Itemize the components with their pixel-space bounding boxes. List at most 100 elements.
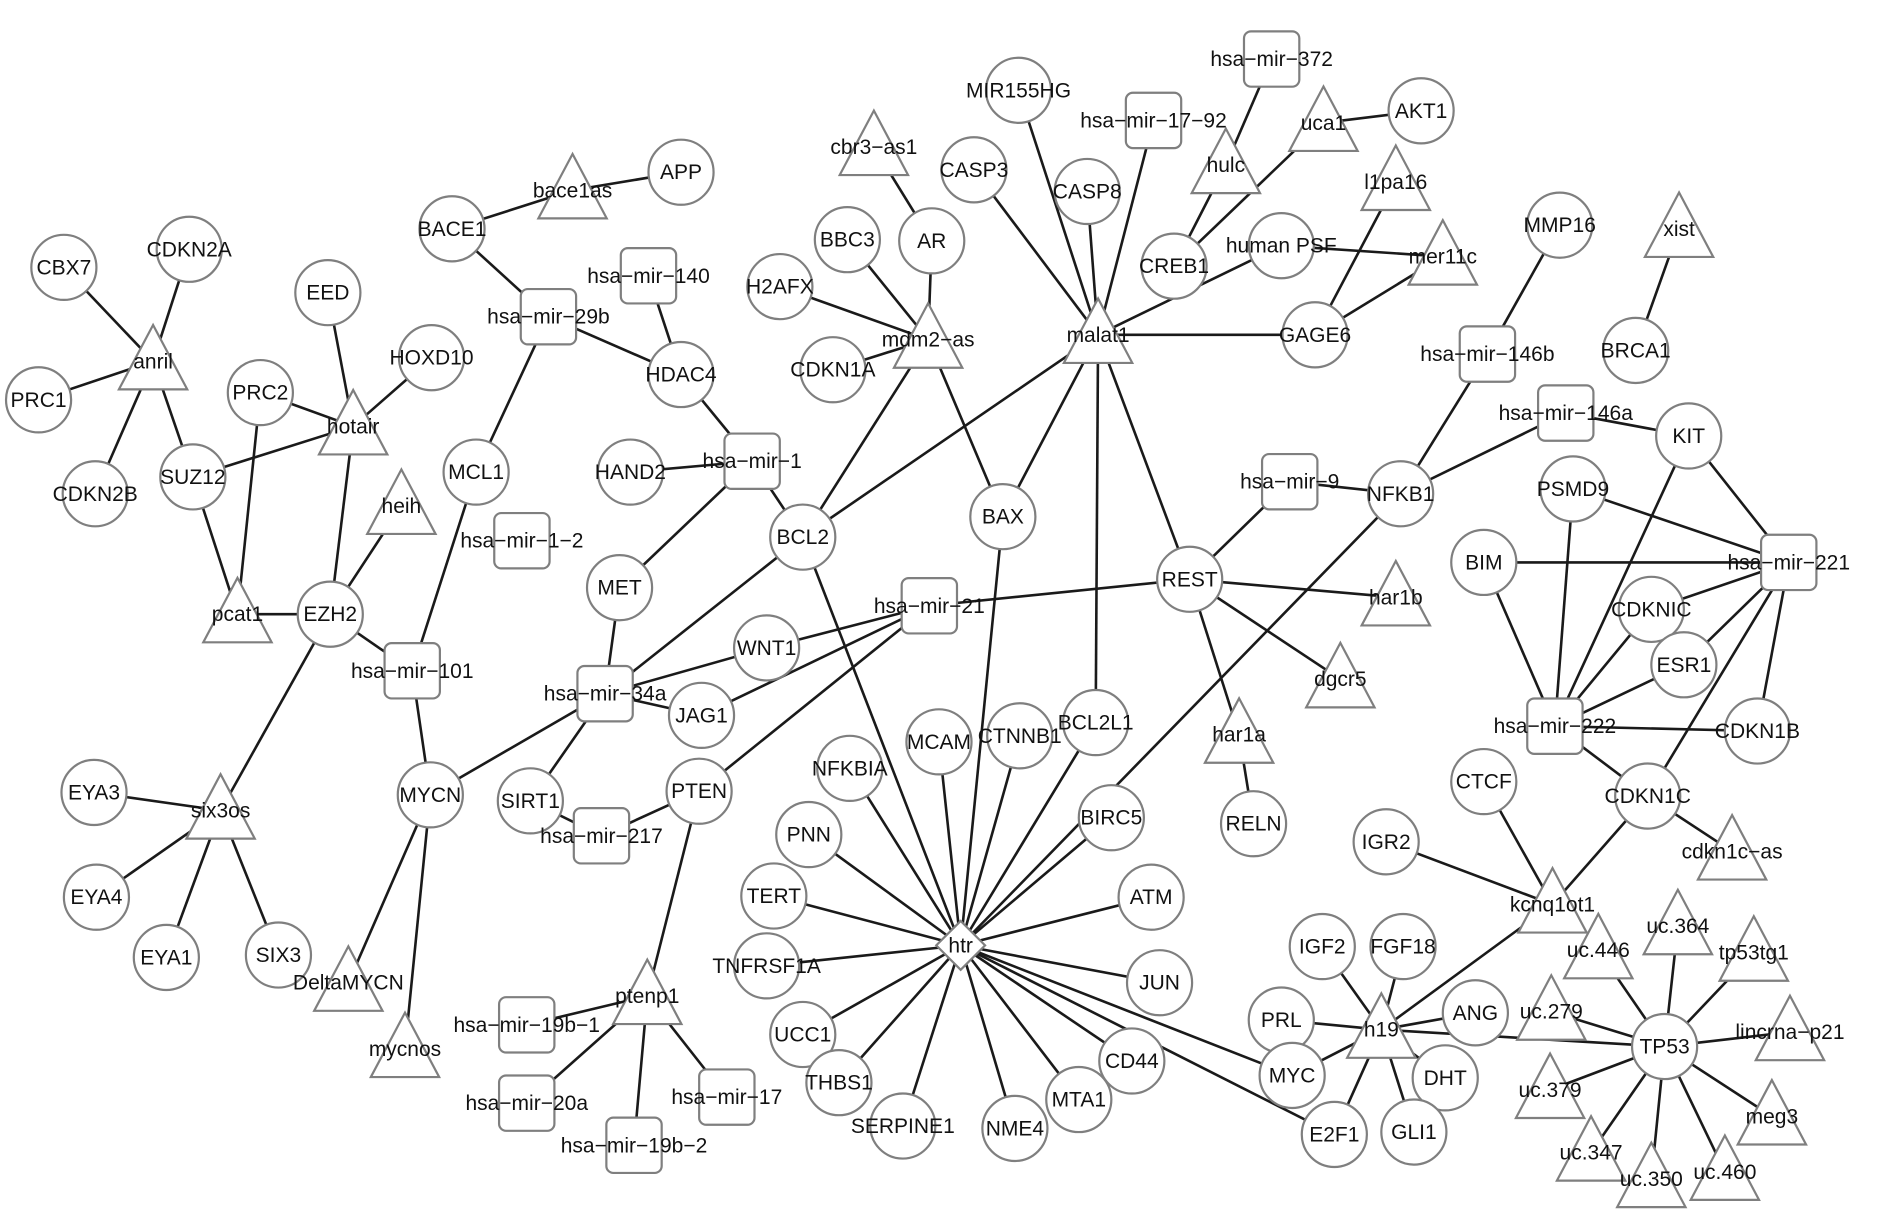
circle-shape [1219, 790, 1288, 858]
square-shape [1458, 325, 1517, 383]
node-hotair: hotair [317, 387, 390, 456]
node-hsa-mir-101: hsa−mir−101 [351, 642, 474, 700]
node-label: CTCF [1456, 771, 1512, 794]
node-label: hsa−mir−34a [544, 683, 667, 706]
triangle-shape [837, 108, 910, 177]
node-cdkn1a: CDKN1A [790, 336, 876, 404]
circle-shape [1614, 762, 1682, 830]
triangle-shape [1189, 126, 1262, 195]
node-label: bace1as [533, 179, 612, 202]
node-label: CDKN2A [147, 238, 232, 261]
node-casp3: CASP3 [939, 136, 1008, 204]
node-eed: EED [294, 259, 362, 327]
circle-shape [244, 921, 313, 989]
node-har1b: har1b [1359, 558, 1432, 627]
square-shape [698, 1068, 756, 1126]
node-label: hsa−mir−222 [1494, 715, 1617, 738]
circle-shape [1352, 808, 1420, 876]
node-sirt1: SIRT1 [496, 767, 565, 835]
node-label: HAND2 [595, 461, 666, 484]
circle-shape [62, 863, 131, 931]
edge-htr-myc [960, 944, 1293, 1077]
node-label: PRC2 [232, 382, 288, 405]
triangle-shape [312, 944, 385, 1012]
square-shape [1526, 697, 1584, 755]
triangle-shape [117, 322, 190, 391]
edge-mcl1-hsa-mir-101 [410, 471, 478, 672]
node-label: ANG [1453, 1002, 1499, 1025]
circle-shape [1156, 545, 1224, 613]
node-label: xist [1663, 218, 1695, 241]
node-label: hsa−mir−20a [465, 1092, 588, 1115]
node-label: hsa−mir−372 [1210, 48, 1333, 71]
node-label: uc.364 [1646, 915, 1709, 938]
circle-shape [296, 580, 364, 648]
triangle-shape [611, 957, 684, 1026]
node-label: h19 [1364, 1019, 1399, 1042]
node-label: MYCN [399, 784, 461, 807]
circle-shape [1387, 77, 1455, 145]
circle-shape [986, 702, 1054, 770]
node-bim: BIM [1450, 528, 1518, 597]
node-label: hsa−mir−1 [703, 450, 802, 473]
node-label: hsa−mir−221 [1727, 551, 1850, 574]
node-label: pcat1 [212, 603, 263, 626]
node-mdm2-as: mdm2−as [882, 300, 975, 369]
node-label: ATM [1130, 886, 1173, 909]
circle-shape [442, 438, 510, 506]
circle-shape [1247, 212, 1315, 280]
triangle-shape [1555, 1113, 1628, 1182]
node-label: MMP16 [1524, 214, 1596, 237]
node-label: NME4 [986, 1117, 1045, 1140]
edge-hsa-mir-221-cdkn1c [1646, 561, 1790, 797]
node-hsa-mir-19b-1: hsa−mir−19b−1 [453, 996, 600, 1054]
triangle-shape [1359, 143, 1432, 212]
node-label: hsa−mir−9 [1240, 471, 1339, 494]
circle-shape [1539, 455, 1607, 523]
node-label: htr [948, 934, 973, 957]
edge-jag1-hsa-mir-21 [700, 604, 930, 717]
circle-shape [132, 923, 200, 992]
circle-shape [1617, 575, 1685, 644]
node-label: malat1 [1067, 324, 1130, 347]
edge-rest-har1b [1189, 577, 1396, 599]
node-label: mdm2−as [882, 329, 975, 352]
node-label: MYC [1269, 1064, 1316, 1087]
node-label: BAX [982, 506, 1024, 529]
circle-shape [1526, 191, 1594, 259]
edge-mycn-deltamycn [347, 794, 432, 984]
node-label: CTNNB1 [978, 725, 1062, 748]
node-igf2: IGF2 [1288, 912, 1356, 981]
triangle-shape [201, 575, 274, 644]
node-hand2: HAND2 [595, 438, 666, 506]
circle-shape [1450, 747, 1518, 816]
node-mmp16: MMP16 [1524, 191, 1596, 259]
node-cbx7: CBX7 [30, 233, 98, 301]
node-label: mycnos [369, 1038, 441, 1061]
node-heih: heih [365, 467, 438, 536]
circle-shape [1117, 863, 1185, 931]
node-label: BCL2 [777, 526, 830, 549]
node-label: BIRC5 [1080, 807, 1142, 830]
node-label: NFKBIA [812, 757, 888, 780]
node-rest: REST [1156, 545, 1224, 613]
node-dgcr5: dgcr5 [1304, 640, 1377, 709]
node-bcl2l1: BCL2L1 [1058, 688, 1134, 757]
node-mer11c: mer11c [1406, 217, 1479, 286]
triangle-shape [1717, 913, 1790, 982]
node-label: hsa−mir−29b [487, 306, 610, 329]
node-label: uc.347 [1560, 1142, 1623, 1165]
node-hsa-mir-9: hsa−mir−9 [1240, 452, 1339, 511]
triangle-shape [892, 300, 965, 369]
node-label: JAG1 [675, 704, 728, 727]
node-six3: SIX3 [244, 921, 313, 989]
edge-mdm2-as-bcl2 [801, 338, 930, 538]
node-lincrna-p21: lincrna−p21 [1735, 993, 1845, 1062]
node-fgf18: FGF18 [1369, 912, 1437, 981]
triangle-shape [1359, 558, 1432, 627]
node-label: SIRT1 [501, 790, 560, 813]
circle-shape [769, 1000, 837, 1069]
node-mycnos: mycnos [369, 1010, 441, 1079]
node-eya3: EYA3 [60, 758, 128, 827]
node-label: CDKNIC [1611, 598, 1692, 621]
